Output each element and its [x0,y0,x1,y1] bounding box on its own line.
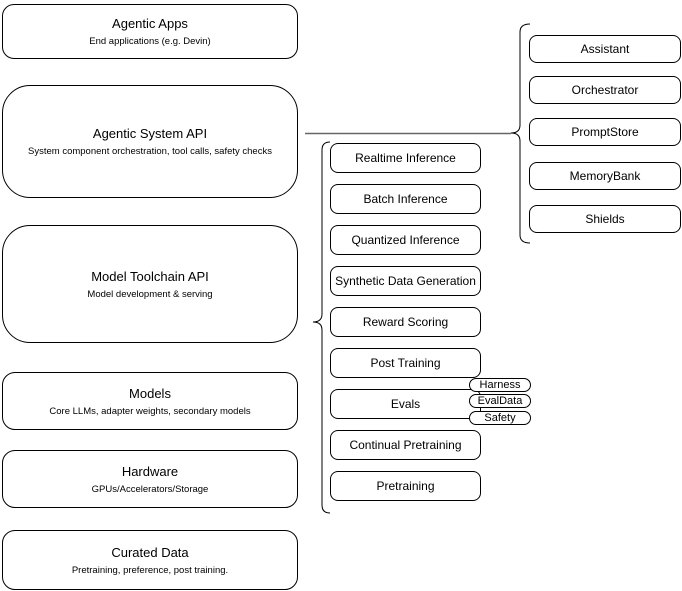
node-label: Orchestrator [571,83,639,97]
node-label: Post Training [370,356,441,370]
node-label: Pretraining [376,479,435,493]
node-title: Model Toolchain API [91,268,209,284]
tag-label: Harness [479,379,521,391]
node-title: Agentic System API [92,126,208,141]
node-label: Shields [585,212,625,226]
node-label: Continual Pretraining [349,438,462,452]
node-label: Reward Scoring [362,315,449,329]
node-subtitle: Pretraining, preference, post training. [71,564,229,576]
node-title: Agentic Apps [112,16,188,31]
node-subtitle: Model development & serving [87,288,213,300]
node-title: Hardware [121,463,179,479]
node-memorybank: MemoryBank [529,162,681,190]
node-realtime-inference: Realtime Inference [330,143,481,173]
node-subtitle: End applications (e.g. Devin) [89,36,211,47]
node-title: Curated Data [111,544,189,560]
node-label: Evals [390,397,421,411]
tag-harness: Harness [469,378,531,392]
node-subtitle: GPUs/Accelerators/Storage [91,483,209,495]
tag-safety: Safety [469,411,531,425]
node-orchestrator: Orchestrator [529,76,681,104]
node-quantized-inference: Quantized Inference [330,225,481,255]
node-synthetic-data-generation: Synthetic Data Generation [330,266,481,296]
node-label: Synthetic Data Generation [335,274,476,288]
components-brace [510,23,531,244]
node-agentic-system-api: Agentic System API System component orch… [2,85,298,198]
node-hardware: Hardware GPUs/Accelerators/Storage [2,450,298,508]
node-curated-data: Curated Data Pretraining, preference, po… [2,530,298,590]
tag-label: EvalData [477,395,523,407]
node-title: Models [129,385,171,401]
node-evals: Evals [330,389,481,419]
node-label: Quantized Inference [351,233,460,247]
tag-evaldata: EvalData [469,394,531,408]
node-post-training: Post Training [330,348,481,378]
node-continual-pretraining: Continual Pretraining [330,430,481,460]
node-model-toolchain-api: Model Toolchain API Model development & … [2,225,298,343]
node-subtitle: System component orchestration, tool cal… [28,146,272,157]
toolchain-brace [312,141,331,514]
tag-label: Safety [484,412,516,424]
node-label: Batch Inference [363,192,448,206]
node-agentic-apps: Agentic Apps End applications (e.g. Devi… [2,4,298,59]
node-label: Realtime Inference [355,151,456,165]
node-reward-scoring: Reward Scoring [330,307,481,337]
node-batch-inference: Batch Inference [330,184,481,214]
node-shields: Shields [529,205,681,233]
node-label: Assistant [580,42,630,56]
node-label: PromptStore [571,125,639,139]
node-pretraining: Pretraining [330,471,481,501]
node-subtitle: Core LLMs, adapter weights, secondary mo… [49,405,251,417]
node-assistant: Assistant [529,35,681,63]
node-promptstore: PromptStore [529,118,681,146]
node-models: Models Core LLMs, adapter weights, secon… [2,372,298,430]
node-label: MemoryBank [569,169,641,183]
